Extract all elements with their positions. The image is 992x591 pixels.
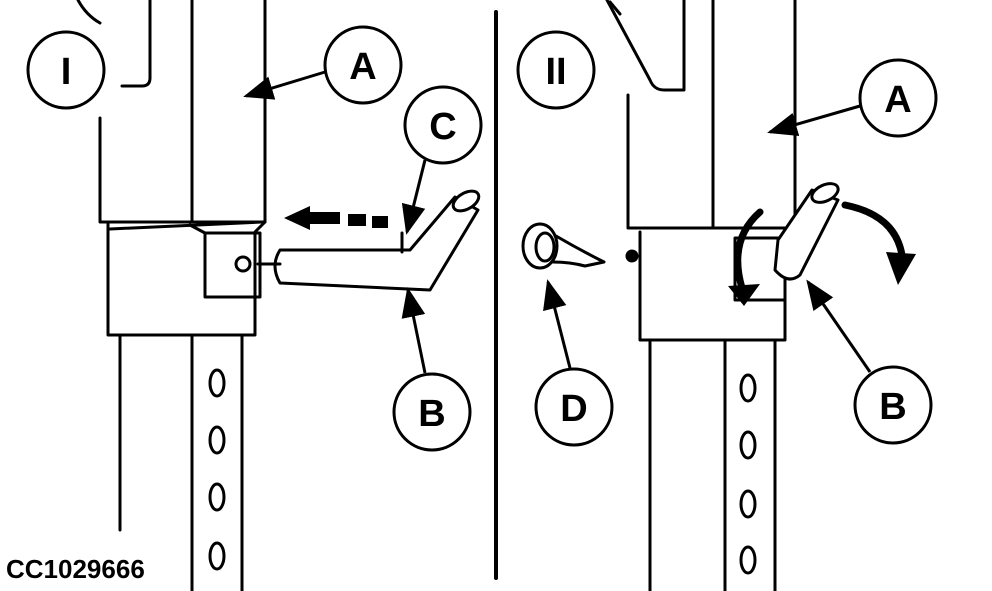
jack-bracket-ii [605,0,686,92]
adjustment-holes [208,368,226,571]
pin-hole [234,255,252,273]
callout-c-label: C [429,106,456,148]
jack-upper-housing [98,0,267,224]
panel-i [76,0,481,591]
panel-i-label: I [61,51,72,93]
jack-top-curve [76,0,102,25]
adjustment-holes-ii [739,373,757,575]
callout-a-circle [323,25,403,105]
panel-i-callouts [26,25,483,452]
rotate-arrow-right [841,201,906,259]
callout-b-label: B [418,393,445,435]
rotate-arrow-left [734,208,764,292]
jack-bracket [120,0,152,88]
pin-bracket [203,231,262,299]
lock-pin-b-ii [773,182,840,281]
callout-b-circle [392,372,472,452]
panel-ii-label-circle [516,30,596,110]
callout-b-ii-circle [853,365,933,445]
callout-b-ii-label: B [879,386,906,428]
callout-a-ii-circle [858,58,938,138]
figure-code: CC1029666 [6,554,145,584]
hair-pin-clip-d [521,222,606,270]
panel-ii-callouts [516,30,938,447]
lock-pin-b [256,189,481,292]
panel-i-label-circle [26,30,106,110]
callout-d-label: D [560,388,587,430]
panel-ii-label: II [545,51,566,93]
jack-collar [106,220,267,337]
callout-a-label: A [349,46,376,88]
panel-ii [521,0,916,591]
callout-d-circle [534,367,614,447]
removal-arrow [284,206,388,230]
callout-c-circle [403,85,483,165]
jack-collar-ii [638,230,787,342]
callout-a-ii-label: A [884,79,911,121]
